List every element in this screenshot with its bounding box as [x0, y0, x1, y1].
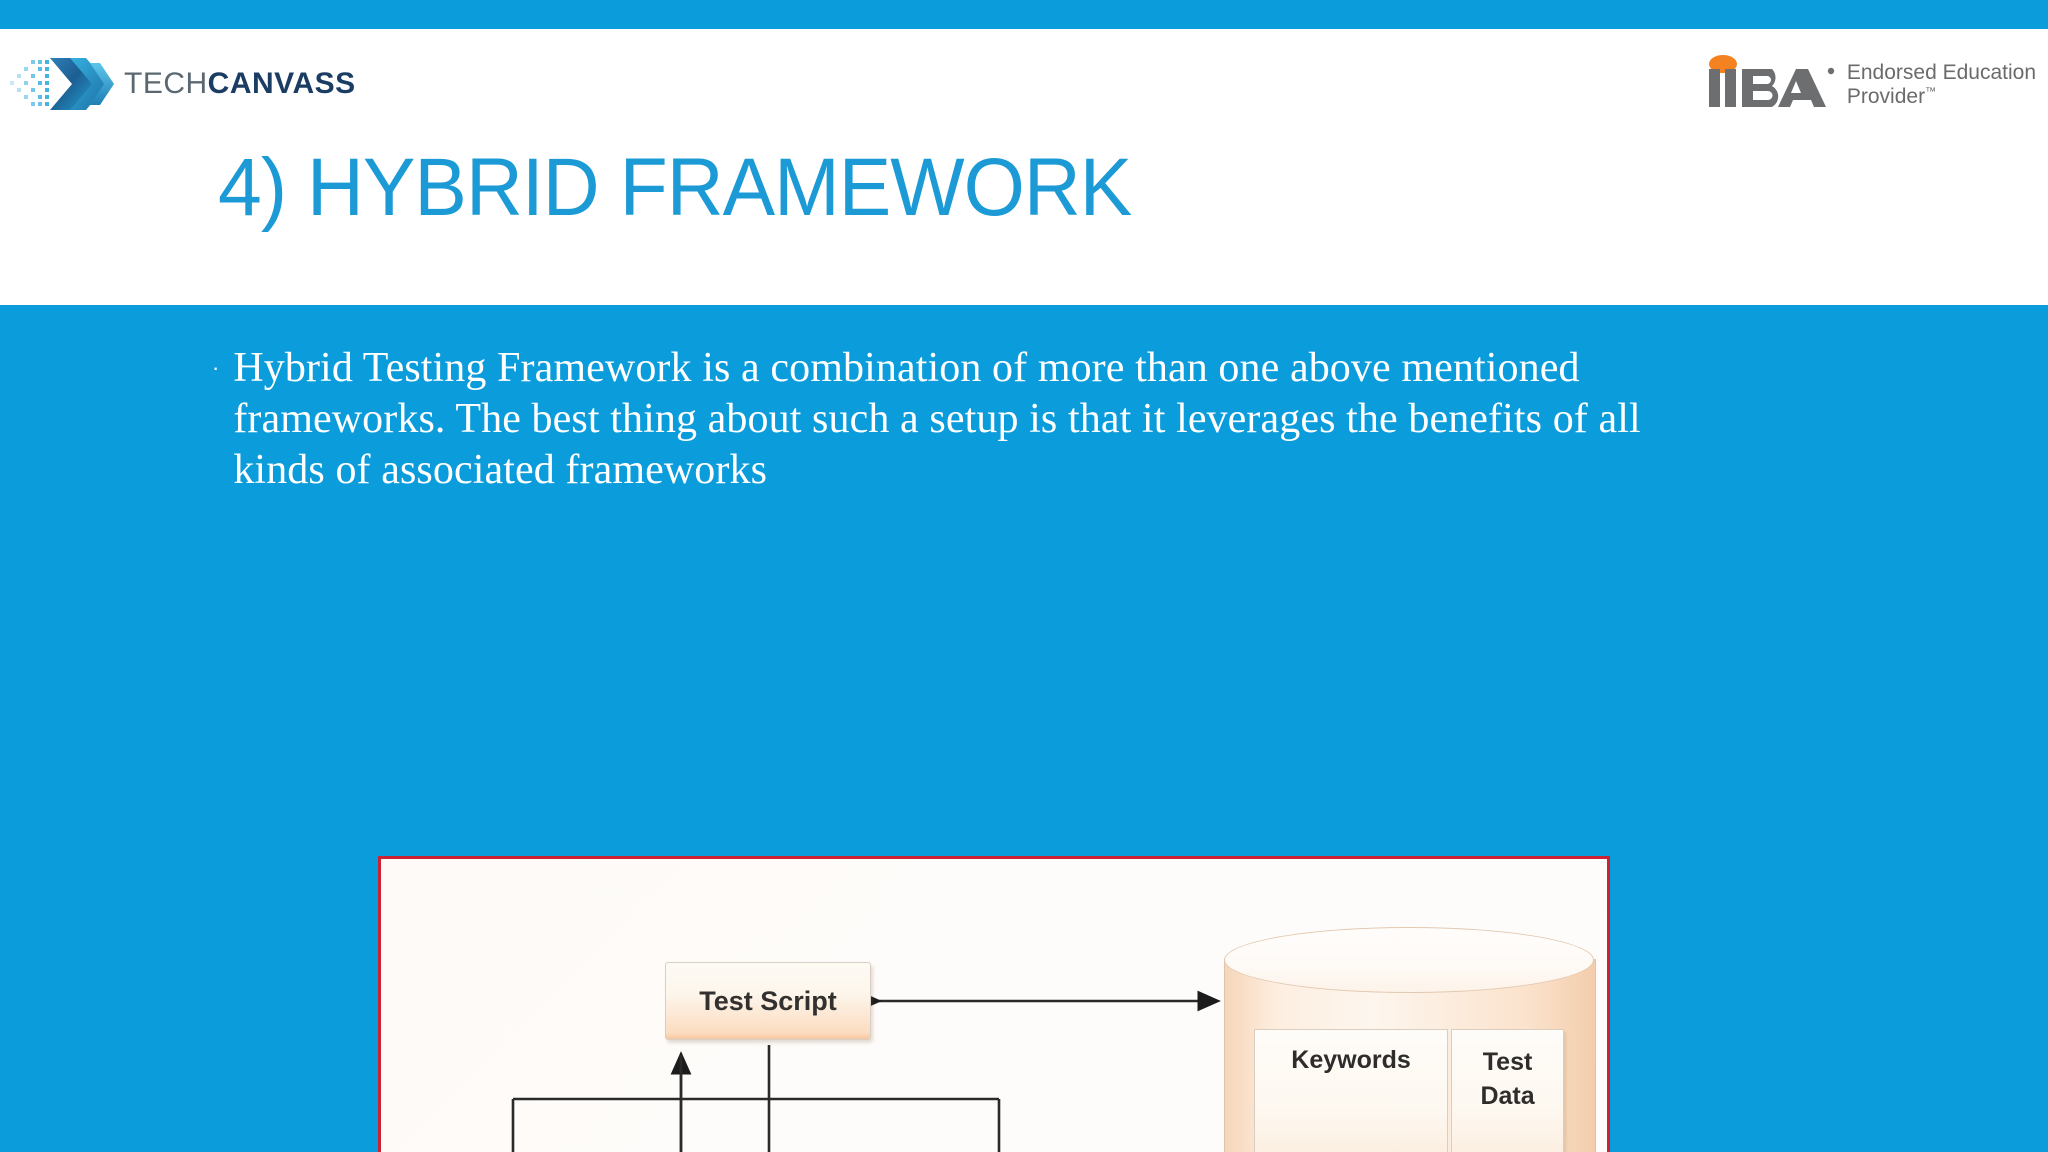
iiba-endorsed-provider-logo: Endorsed Education Provider™	[1701, 55, 2036, 111]
diagram-node-test-script: Test Script	[665, 962, 871, 1040]
repository-test-data-line-2: Data	[1480, 1081, 1535, 1110]
techcanvass-wordmark: TECHCANVASS	[124, 69, 356, 99]
repository-panel: Keywords Test Data	[1254, 1029, 1564, 1152]
bullet-item-text: Hybrid Testing Framework is a combinatio…	[233, 345, 1641, 494]
iiba-tagline-line-2-wrap: Provider™	[1847, 85, 2036, 109]
hybrid-framework-diagram: Repository (double headed) -->	[378, 856, 1610, 1152]
iiba-tagline: Endorsed Education Provider™	[1847, 55, 2036, 108]
bullet-list-item: · Hybrid Testing Framework is a combinat…	[212, 343, 1722, 497]
repository-cell-test-data: Test Data	[1451, 1029, 1564, 1152]
techcanvass-logo: TECHCANVASS	[8, 57, 388, 111]
repository-test-data-line-1: Test	[1482, 1048, 1533, 1076]
techcanvass-word-bold: CANVASS	[207, 67, 356, 100]
slide-body: · Hybrid Testing Framework is a combinat…	[0, 305, 2048, 1152]
techcanvass-chevron-icon	[8, 57, 116, 111]
top-accent-strip	[0, 0, 2048, 29]
diagram-node-repository-cylinder: Keywords Test Data	[1224, 927, 1596, 1152]
repository-cell-keywords: Keywords	[1254, 1029, 1449, 1152]
iiba-tagline-line-1: Endorsed Education	[1846, 61, 2036, 84]
techcanvass-word-light: TECH	[124, 67, 208, 100]
cylinder-top-ellipse	[1224, 927, 1594, 993]
slide-header-band: TECHCANVASS Endorsed Education Provider™	[0, 29, 2048, 305]
trademark-icon: ™	[1925, 85, 1937, 98]
iiba-acronym-icon	[1701, 55, 1837, 109]
diagram-canvas: Repository (double headed) -->	[381, 859, 1607, 1152]
bullet-point-icon: ·	[212, 355, 220, 380]
page-title: 4) HYBRID FRAMEWORK	[218, 142, 1132, 233]
iiba-tagline-line-2: Provider	[1846, 84, 1926, 108]
